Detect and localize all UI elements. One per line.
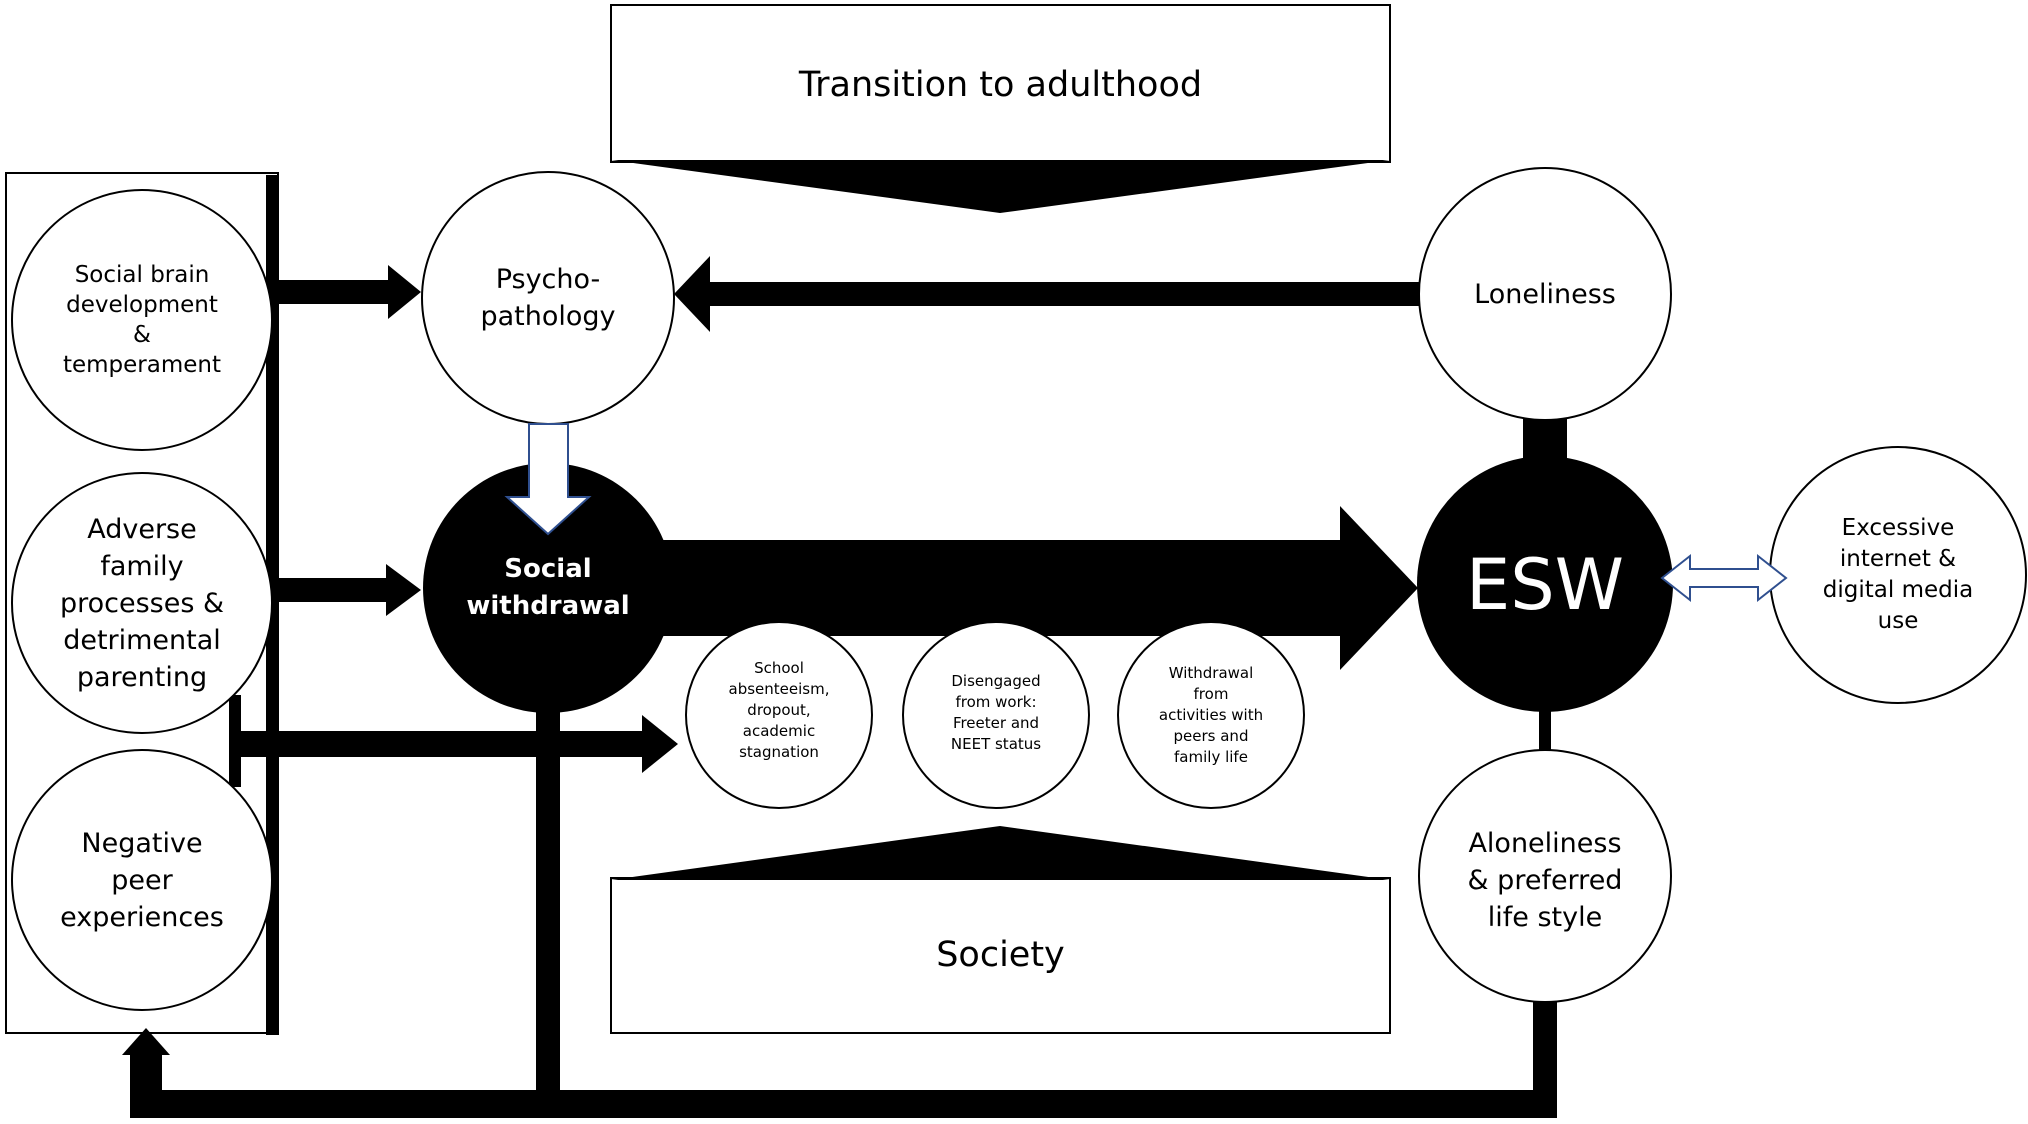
- activities-label: Withdrawal from activities with peers an…: [1158, 663, 1264, 766]
- loneliness-circle: [1418, 167, 1672, 421]
- society-label: Society: [936, 935, 1065, 975]
- feedback-vertical-from-withdrawal: [536, 712, 560, 1100]
- arrow-brain-to-psycho-shaft: [278, 280, 390, 304]
- adverse-family-circle: [11, 472, 273, 734]
- social-brain-label: Social brain development & temperament: [62, 262, 222, 378]
- arrow-loneliness-to-psycho-head: [674, 256, 710, 332]
- feedback-arrowhead-up: [122, 1028, 170, 1055]
- feedback-horizontal: [130, 1090, 1557, 1118]
- esw-aloneliness-connector: [1539, 700, 1551, 760]
- school-label: School absenteeism, dropout, academic st…: [728, 658, 830, 761]
- school-circle: [685, 621, 873, 809]
- feedback-vertical-left: [130, 1052, 162, 1118]
- hollow-arrow-psycho-to-withdrawal: [504, 423, 592, 536]
- arrow-loneliness-to-psycho-shaft: [705, 282, 1420, 306]
- loneliness-label: Loneliness: [1474, 278, 1616, 310]
- negative-peer-circle: [11, 749, 273, 1011]
- work-circle: [902, 621, 1090, 809]
- arrow-family-to-withdrawal-head: [386, 564, 421, 616]
- arrow-to-outcomes-head: [642, 715, 678, 773]
- arrow-withdrawal-to-esw-head: [1340, 506, 1418, 670]
- aloneliness-label: Aloneliness & preferred life style: [1467, 827, 1623, 933]
- society-wedge: [611, 826, 1390, 880]
- esw-label: ESW: [1466, 544, 1624, 626]
- internet-label: Excessive internet & digital media use: [1822, 515, 1974, 634]
- transition-wedge: [611, 160, 1390, 213]
- psychopathology-label: Psycho- pathology: [480, 264, 616, 332]
- hollow-double-arrow-esw-internet: [1660, 553, 1788, 603]
- activities-circle: [1117, 621, 1305, 809]
- social-withdrawal-label: Social withdrawal: [466, 554, 630, 621]
- social-brain-circle: [11, 189, 273, 451]
- arrow-family-to-withdrawal-shaft: [278, 578, 388, 602]
- work-label: Disengaged from work: Freeter and NEET s…: [950, 672, 1042, 753]
- social-withdrawal-circle: [423, 463, 673, 713]
- arrow-withdrawal-to-esw-shaft: [640, 540, 1354, 636]
- society-box: [610, 877, 1391, 1034]
- negative-peer-label: Negative peer experiences: [60, 827, 224, 933]
- arrow-to-outcomes-shaft: [229, 731, 644, 757]
- adverse-family-label: Adverse family processes & detrimental p…: [59, 513, 225, 693]
- esw-circle: [1417, 456, 1673, 712]
- aloneliness-circle: [1418, 749, 1672, 1003]
- transition-label: Transition to adulthood: [798, 65, 1203, 105]
- arrow-brain-to-psycho-head: [388, 265, 421, 319]
